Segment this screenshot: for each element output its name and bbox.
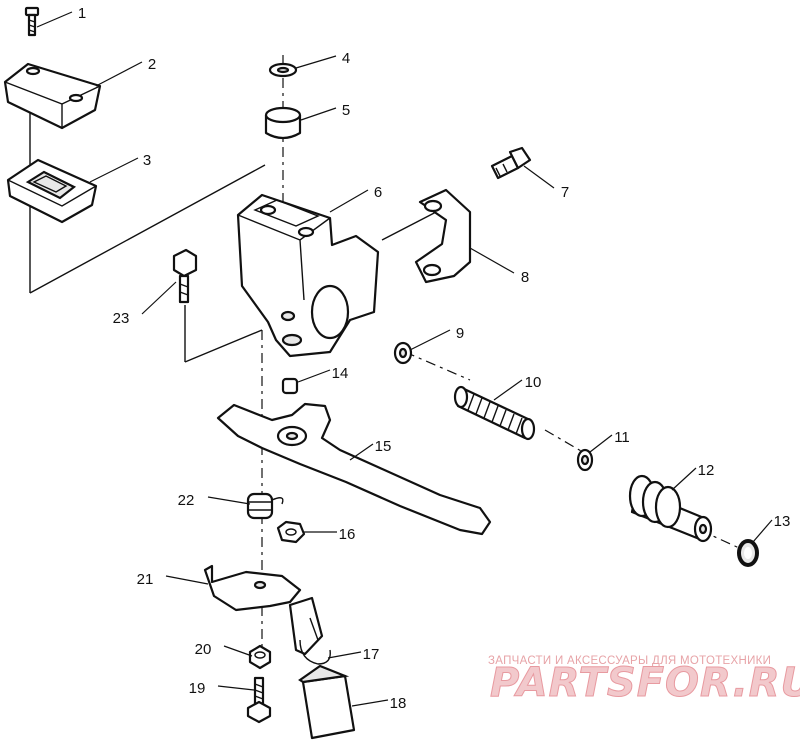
callout-23: 23 (113, 310, 130, 327)
bolt-part-7 (490, 146, 532, 180)
callout-6: 6 (374, 184, 382, 201)
washer-part-9 (393, 341, 413, 365)
reservoir-cover-part-2 (3, 62, 102, 130)
assembly-lines (29, 55, 751, 650)
piston-part-12 (628, 474, 713, 543)
insert-part-14 (281, 377, 299, 395)
callout-16: 16 (339, 526, 356, 543)
spring-part-22 (246, 492, 284, 520)
nut-part-20 (248, 644, 272, 670)
callout-4: 4 (342, 50, 350, 67)
bracket-part-21 (203, 564, 302, 612)
watermark-tagline: ЗАПЧАСТИ И АКСЕССУАРЫ ДЛЯ МОТОТЕХНИКИ (488, 655, 771, 667)
switch-part-17 (288, 596, 331, 665)
callout-2: 2 (148, 56, 156, 73)
callout-18: 18 (390, 695, 407, 712)
callout-10: 10 (525, 374, 542, 391)
callout-19: 19 (189, 680, 206, 697)
callout-20: 20 (195, 641, 212, 658)
callout-3: 3 (143, 152, 151, 169)
callout-21: 21 (137, 571, 154, 588)
diaphragm-part-3 (6, 158, 98, 224)
switch-body-part-18 (298, 664, 356, 740)
screw-part-19 (246, 676, 272, 724)
callout-1: 1 (78, 5, 86, 22)
callout-22: 22 (178, 492, 195, 509)
bolt-part-23 (172, 248, 198, 304)
watermark-logo: PARTSFOR.RU (490, 660, 800, 706)
callout-12: 12 (698, 462, 715, 479)
lever-part-15 (216, 402, 492, 536)
watermark: ЗАПЧАСТИ И АКСЕССУАРЫ ДЛЯ МОТОТЕХНИКИ PA… (488, 655, 800, 707)
sleeve-part-5 (264, 106, 302, 140)
clamp-part-8 (414, 188, 472, 284)
leader-lines (36, 11, 773, 707)
washer-part-4 (268, 62, 298, 78)
callout-7: 7 (561, 184, 569, 201)
spring-part-10 (453, 385, 536, 441)
callout-5: 5 (342, 102, 350, 119)
callout-11: 11 (614, 429, 630, 446)
callout-15: 15 (375, 438, 392, 455)
screw-part-1 (24, 6, 40, 37)
master-cylinder-part-6 (236, 193, 380, 358)
callout-14: 14 (332, 365, 349, 382)
callout-8: 8 (521, 269, 529, 286)
callout-9: 9 (456, 325, 464, 342)
washer-part-11 (576, 448, 594, 472)
callout-13: 13 (774, 513, 791, 530)
nut-part-16 (276, 520, 306, 544)
circlip-part-13 (737, 539, 759, 567)
callout-17: 17 (363, 646, 380, 663)
